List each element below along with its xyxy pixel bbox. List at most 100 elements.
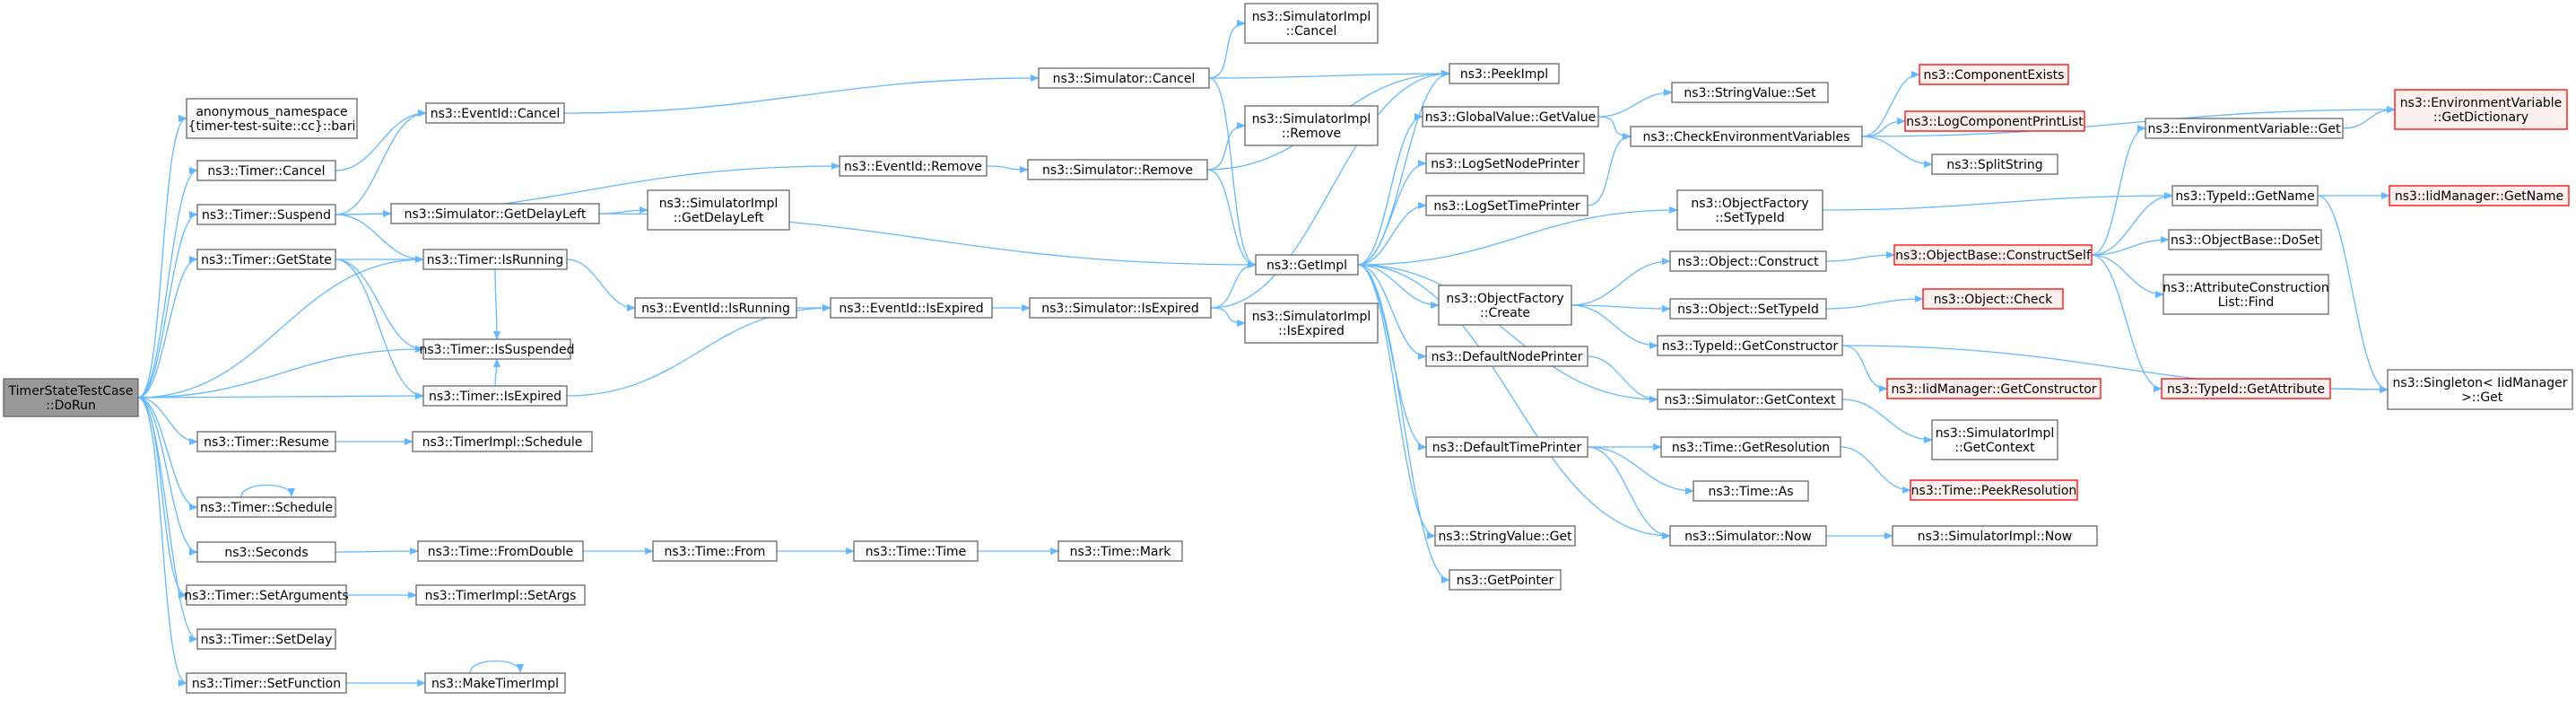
function-node[interactable]: ns3::Timer::GetState bbox=[196, 249, 336, 270]
function-node[interactable]: ns3::Time::Time bbox=[853, 540, 979, 562]
function-node[interactable]: ns3::IidManager::GetName bbox=[2389, 185, 2570, 206]
node-box bbox=[1910, 479, 2078, 501]
function-node[interactable]: ns3::ObjectFactory::Create bbox=[1438, 285, 1572, 326]
function-node[interactable]: ns3::TypeId::GetConstructor bbox=[1657, 335, 1843, 356]
function-node[interactable]: ns3::Object::Construct bbox=[1669, 250, 1827, 272]
node-box bbox=[1434, 525, 1576, 547]
function-node[interactable]: ns3::DefaultTimePrinter bbox=[1425, 436, 1588, 458]
function-node[interactable]: ns3::SimulatorImpl::GetContext bbox=[1931, 419, 2058, 460]
edge-n33-n42 bbox=[1357, 264, 1450, 583]
function-node[interactable]: ns3::SimulatorImpl::Remove bbox=[1244, 105, 1379, 146]
function-node[interactable]: ns3::EventId::Cancel bbox=[425, 102, 565, 124]
function-node[interactable]: ns3::Timer::Resume bbox=[196, 431, 336, 452]
function-node[interactable]: ns3::IidManager::GetConstructor bbox=[1886, 378, 2102, 399]
function-node[interactable]: ns3::Seconds bbox=[196, 541, 336, 563]
node-box bbox=[647, 189, 790, 231]
function-node[interactable]: ns3::Timer::Suspend bbox=[196, 204, 336, 225]
function-node[interactable]: ns3::Time::As bbox=[1693, 480, 1809, 502]
function-node[interactable]: ns3::EventId::IsExpired bbox=[830, 297, 993, 319]
function-node[interactable]: ns3::ObjectFactory::SetTypeId bbox=[1676, 189, 1823, 231]
node-box bbox=[1027, 159, 1208, 180]
function-node[interactable]: ns3::EventId::Remove bbox=[839, 155, 988, 177]
function-node[interactable]: ns3::Timer::SetArguments bbox=[184, 584, 349, 606]
node-label: ns3::EventId::IsExpired bbox=[839, 302, 983, 316]
function-node[interactable]: ns3::DefaultNodePrinter bbox=[1425, 346, 1588, 367]
function-node[interactable]: ns3::Timer::IsExpired bbox=[422, 385, 568, 407]
function-node[interactable]: ns3::StringValue::Set bbox=[1671, 82, 1829, 103]
node-label: ns3::ComponentExists bbox=[1924, 68, 2065, 83]
edge-n44-n53 bbox=[1861, 71, 1920, 137]
function-node[interactable]: ns3::LogSetTimePrinter bbox=[1425, 195, 1588, 216]
function-node[interactable]: ns3::Timer::IsSuspended bbox=[420, 338, 575, 360]
node-box bbox=[1657, 389, 1843, 410]
node-label: ns3::EventId::Cancel bbox=[431, 107, 561, 121]
node-label: ns3::SplitString bbox=[1946, 158, 2042, 172]
node-box bbox=[2171, 185, 2319, 206]
node-box bbox=[2394, 89, 2568, 130]
node-box bbox=[1931, 153, 2058, 175]
function-node[interactable]: ns3::Simulator::IsExpired bbox=[1029, 297, 1212, 319]
node-box bbox=[424, 672, 566, 694]
edge-n29-n33 bbox=[1210, 261, 1257, 309]
root-node[interactable]: TimerStateTestCase::DoRun bbox=[3, 378, 139, 417]
function-node[interactable]: ns3::CheckEnvironmentVariables bbox=[1630, 126, 1863, 147]
function-node[interactable]: ns3::EnvironmentVariable::Get bbox=[2145, 118, 2344, 139]
function-node[interactable]: ns3::LogComponentPrintList bbox=[1904, 110, 2085, 132]
function-node[interactable]: ns3::SimulatorImpl::GetDelayLeft bbox=[647, 189, 790, 231]
function-node[interactable]: ns3::Simulator::Remove bbox=[1027, 159, 1208, 180]
function-node[interactable]: ns3::PeekImpl bbox=[1449, 63, 1560, 84]
function-node[interactable]: ns3::ComponentExists bbox=[1919, 64, 2069, 85]
edge-n50-n60 bbox=[1840, 446, 1911, 494]
function-node[interactable]: ns3::MakeTimerImpl bbox=[424, 672, 566, 694]
function-node[interactable]: anonymous_namespace{timer-test-suite::cc… bbox=[186, 98, 358, 139]
function-node[interactable]: ns3::Time::FromDouble bbox=[417, 540, 584, 562]
function-node[interactable]: ns3::Simulator::Now bbox=[1669, 525, 1827, 547]
function-node[interactable]: ns3::SimulatorImpl::Cancel bbox=[1244, 3, 1379, 44]
function-node[interactable]: ns3::GlobalValue::GetValue bbox=[1422, 106, 1599, 127]
node-box bbox=[1425, 153, 1585, 174]
function-node[interactable]: ns3::TimerImpl::Schedule bbox=[412, 431, 593, 452]
function-node[interactable]: ns3::Timer::Cancel bbox=[196, 160, 336, 181]
function-node[interactable]: ns3::TypeId::GetName bbox=[2171, 185, 2319, 206]
function-node[interactable]: ns3::SplitString bbox=[1931, 153, 2058, 175]
node-box bbox=[196, 431, 336, 452]
function-node[interactable]: ns3::GetPointer bbox=[1449, 569, 1562, 591]
edge-n28-n33 bbox=[1206, 169, 1257, 268]
function-node[interactable]: ns3::Simulator::Cancel bbox=[1038, 67, 1210, 89]
edge-n0-n13 bbox=[137, 256, 424, 399]
node-box bbox=[1919, 64, 2069, 85]
edge-n13-n14 bbox=[492, 268, 500, 340]
function-node[interactable]: ns3::Timer::Schedule bbox=[196, 496, 336, 518]
function-node[interactable]: ns3::EventId::IsRunning bbox=[634, 297, 797, 319]
node-label: ns3::Timer::GetState bbox=[201, 253, 332, 267]
function-node[interactable]: ns3::Object::SetTypeId bbox=[1669, 298, 1827, 320]
function-node[interactable]: ns3::Timer::IsRunning bbox=[422, 249, 568, 270]
node-label: ns3::TypeId::GetConstructor bbox=[1662, 339, 1838, 354]
function-node[interactable]: ns3::Object::Check bbox=[1922, 288, 2064, 310]
function-node[interactable]: ns3::TypeId::GetAttribute bbox=[2161, 378, 2331, 399]
function-node[interactable]: ns3::SimulatorImpl::Now bbox=[1892, 525, 2098, 547]
function-node[interactable]: ns3::GetImpl bbox=[1255, 254, 1359, 276]
function-node[interactable]: ns3::ObjectBase::DoSet bbox=[2168, 229, 2322, 250]
node-label: ns3::Timer::Schedule bbox=[200, 501, 333, 515]
function-node[interactable]: ns3::Simulator::GetContext bbox=[1657, 389, 1843, 410]
function-node[interactable]: ns3::Time::PeekResolution bbox=[1910, 479, 2078, 501]
function-node[interactable]: ns3::Time::Mark bbox=[1057, 540, 1183, 562]
node-label: ns3::StringValue::Set bbox=[1684, 86, 1816, 101]
function-node[interactable]: ns3::Timer::SetDelay bbox=[196, 628, 336, 650]
function-node[interactable]: ns3::StringValue::Get bbox=[1434, 525, 1576, 547]
function-node[interactable]: ns3::TimerImpl::SetArgs bbox=[415, 584, 586, 606]
function-node[interactable]: ns3::Timer::SetFunction bbox=[186, 672, 347, 694]
function-node[interactable]: ns3::Time::From bbox=[652, 540, 778, 562]
function-node[interactable]: ns3::ObjectBase::ConstructSelf bbox=[1893, 244, 2093, 266]
function-node[interactable]: ns3::LogSetNodePrinter bbox=[1425, 153, 1585, 174]
node-box bbox=[1425, 195, 1588, 216]
function-node[interactable]: ns3::Time::GetResolution bbox=[1660, 436, 1841, 458]
function-node[interactable]: ns3::EnvironmentVariable::GetDictionary bbox=[2394, 89, 2568, 130]
function-node[interactable]: ns3::SimulatorImpl::IsExpired bbox=[1244, 302, 1379, 344]
function-node[interactable]: ns3::Simulator::GetDelayLeft bbox=[390, 203, 600, 224]
node-label: ns3::SimulatorImpl::GetDelayLeft bbox=[659, 197, 779, 225]
edge-n19-n19 bbox=[469, 660, 524, 674]
function-node[interactable]: ns3::Singleton< IidManager >::Get bbox=[2387, 369, 2573, 410]
